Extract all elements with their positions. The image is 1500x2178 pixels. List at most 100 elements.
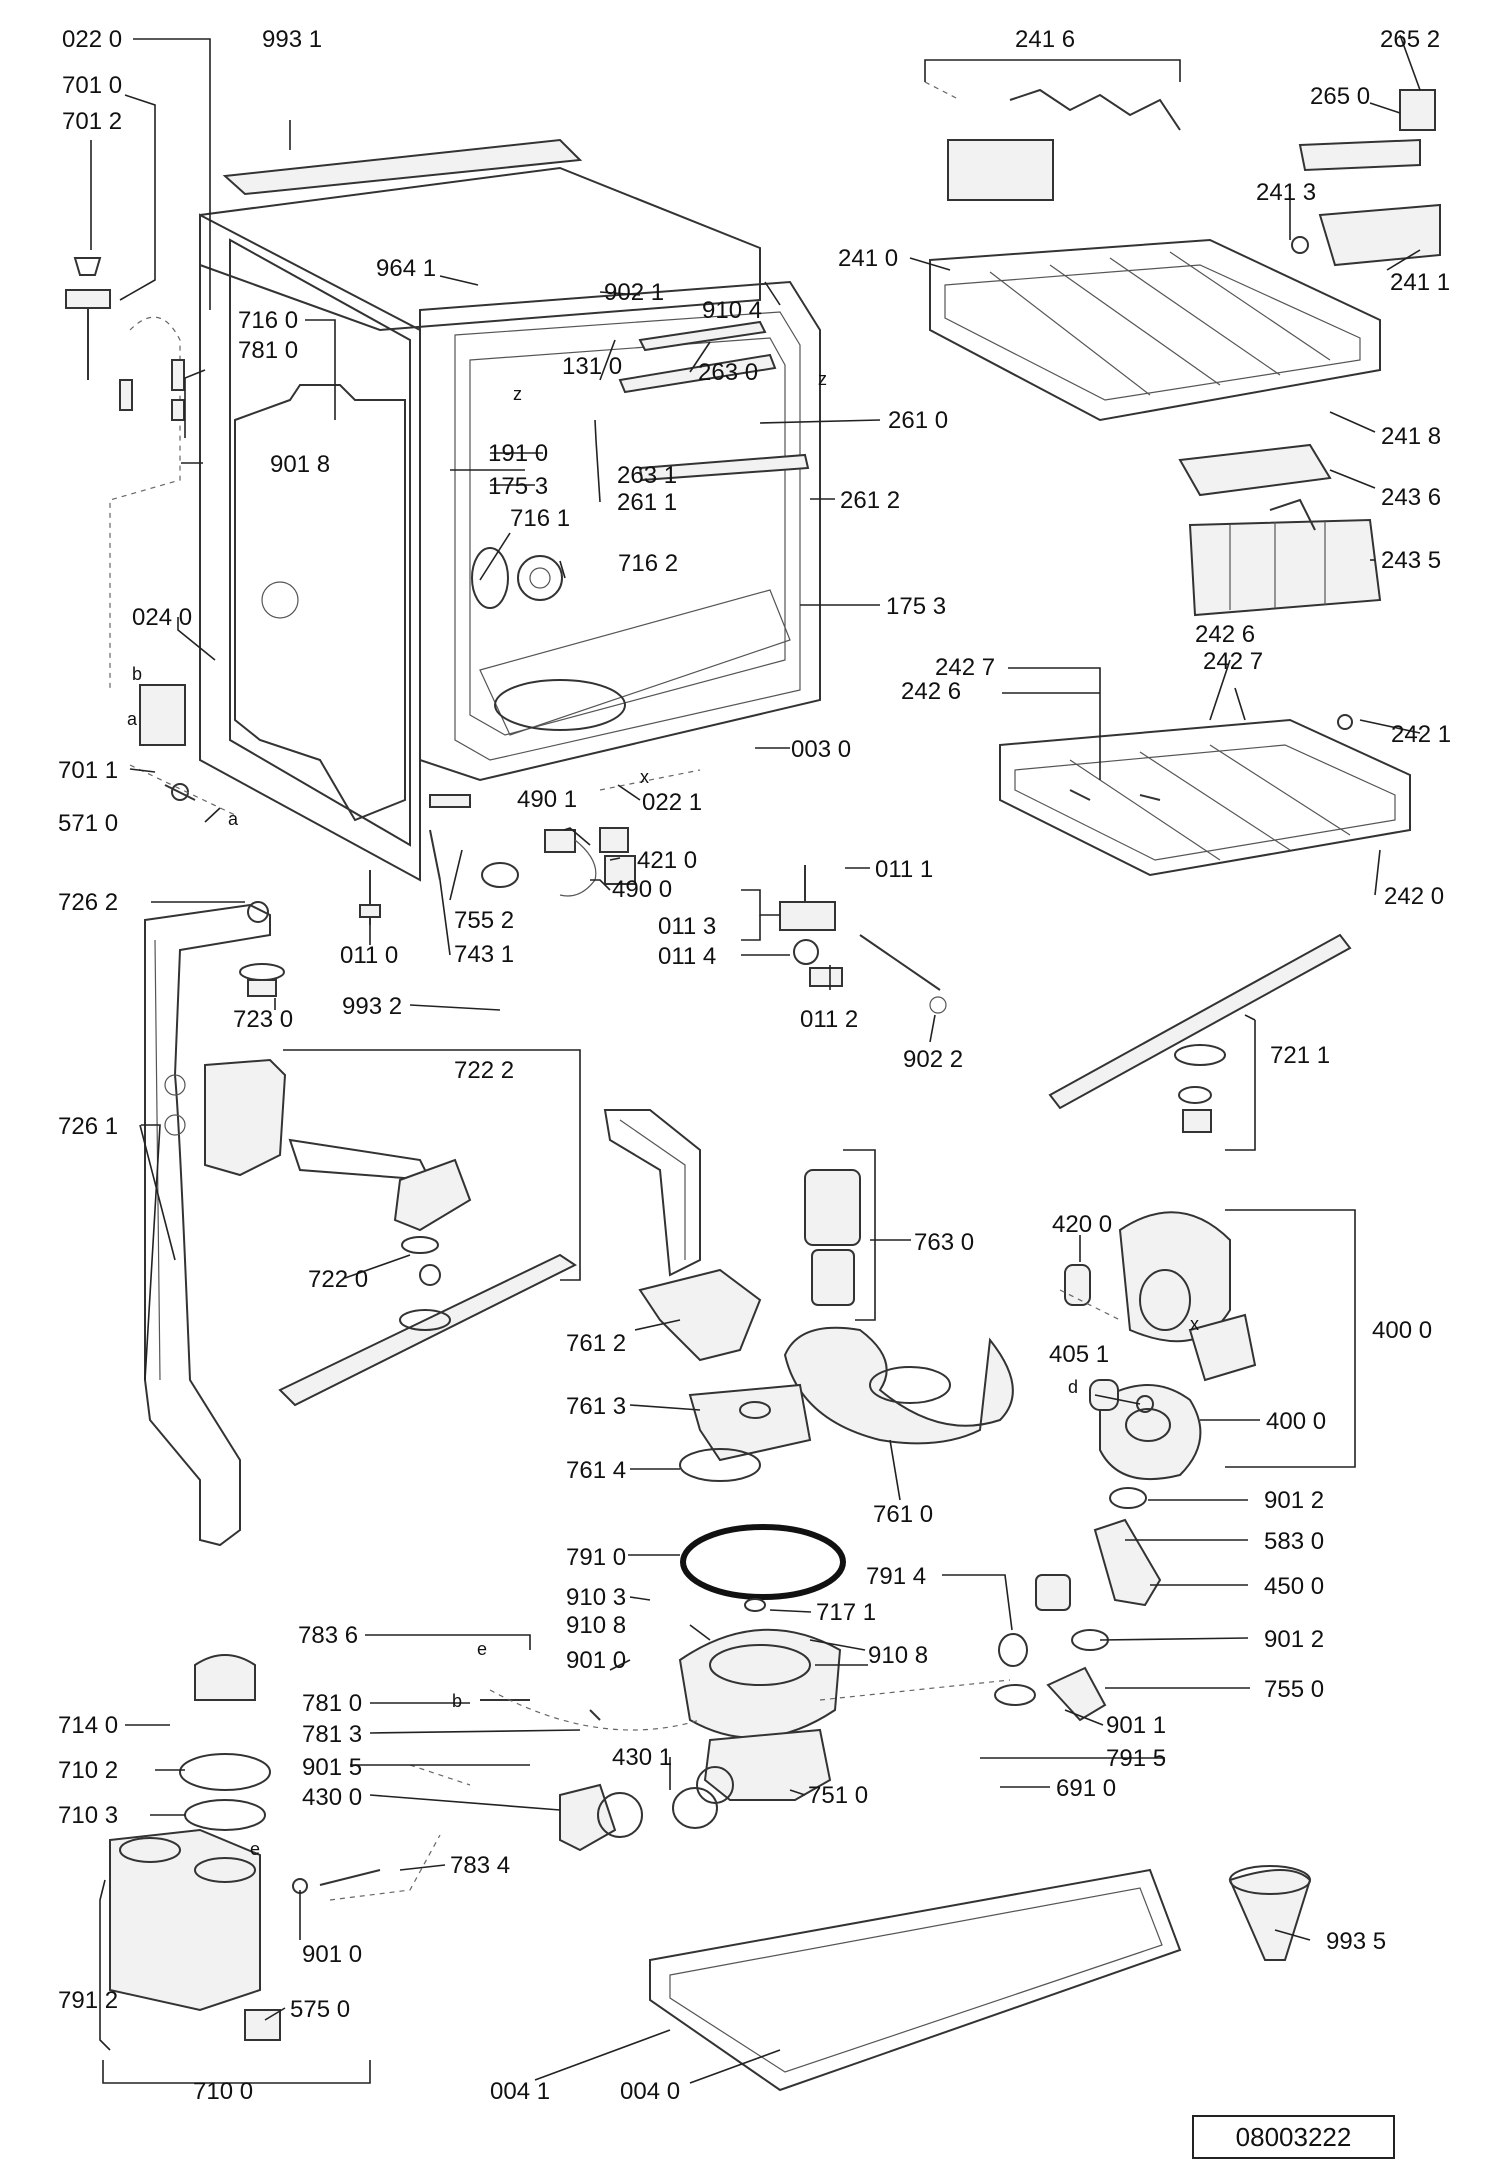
part-label: 265 2 (1380, 26, 1440, 53)
part-label: 993 5 (1326, 1928, 1386, 1955)
connection-letter: a (228, 809, 239, 829)
connection-letter: b (452, 1691, 462, 1711)
part-label: 910 4 (702, 297, 762, 324)
part-label: 701 1 (58, 757, 118, 784)
connection-letter: x (1190, 1314, 1199, 1334)
part-label: 691 0 (1056, 1775, 1116, 1802)
part-label: 022 0 (62, 26, 122, 53)
part-label: 993 1 (262, 26, 322, 53)
part-label: 781 3 (302, 1721, 362, 1748)
part-labels: 022 0 993 1 701 0 701 2 964 1 902 1 910 … (58, 26, 1451, 2105)
connection-letters: b a a z z x b e e d x (127, 369, 1199, 1859)
part-label: 901 0 (302, 1941, 362, 1968)
part-label: 430 1 (612, 1744, 672, 1771)
part-label: 910 8 (868, 1642, 928, 1669)
part-label: 400 0 (1266, 1408, 1326, 1435)
drawing-reference-number: 08003222 (1192, 2115, 1395, 2159)
sump-and-seal (672, 1524, 846, 1829)
part-label: 490 1 (517, 786, 577, 813)
part-label: 761 3 (566, 1393, 626, 1420)
part-label: 003 0 (791, 736, 851, 763)
part-label: 242 6 (901, 678, 961, 705)
connection-letter: x (640, 767, 649, 787)
part-label: 721 1 (1270, 1042, 1330, 1069)
part-label: 902 1 (604, 279, 664, 306)
part-label: 755 0 (1264, 1676, 1324, 1703)
part-label: 011 2 (800, 1006, 858, 1033)
part-label: 243 6 (1381, 484, 1441, 511)
pump-motor (1064, 1211, 1257, 1481)
part-label: 011 3 (658, 913, 716, 940)
connection-letter: z (818, 369, 827, 389)
part-label: 791 0 (566, 1544, 626, 1571)
part-label: 710 0 (193, 2078, 253, 2105)
part-label: 722 0 (308, 1266, 368, 1293)
part-label: 901 5 (302, 1754, 362, 1781)
connection-letter: a (127, 709, 138, 729)
part-label: 723 0 (233, 1006, 293, 1033)
part-label: 717 1 (816, 1599, 876, 1626)
tub-cabinet (199, 138, 821, 925)
part-label: 242 7 (935, 654, 995, 681)
part-label: 265 0 (1310, 83, 1370, 110)
lower-rack (999, 714, 1411, 877)
part-label: 490 0 (612, 876, 672, 903)
softener-inlet (109, 1654, 643, 2041)
part-label: 242 6 (1195, 621, 1255, 648)
part-label: 901 2 (1264, 1487, 1324, 1514)
part-label: 261 2 (840, 487, 900, 514)
part-label: 241 6 (1015, 26, 1075, 53)
part-label: 901 2 (1264, 1626, 1324, 1653)
part-label: 755 2 (454, 907, 514, 934)
base-plate (649, 1865, 1312, 2092)
leader-lines (90, 34, 1421, 2084)
part-label: 011 0 (340, 942, 398, 969)
connection-letter: z (513, 384, 522, 404)
part-label: 901 1 (1106, 1712, 1166, 1739)
part-label: 261 0 (888, 407, 948, 434)
part-label: 575 0 (290, 1996, 350, 2023)
foot-assembly (779, 865, 947, 1014)
part-label: 004 0 (620, 2078, 680, 2105)
drain-hose (994, 1487, 1162, 1722)
part-label: 243 5 (1381, 547, 1441, 574)
part-label: 241 0 (838, 245, 898, 272)
filter-assembly (603, 1109, 1014, 1482)
part-label: 726 2 (58, 889, 118, 916)
part-label: 716 2 (618, 550, 678, 577)
part-label: 993 2 (342, 993, 402, 1020)
part-label: 011 1 (875, 856, 933, 883)
part-label: 004 1 (490, 2078, 550, 2105)
part-label: 583 0 (1264, 1528, 1324, 1555)
part-label: 901 0 (566, 1647, 626, 1674)
part-label: 571 0 (58, 810, 118, 837)
connection-letter: b (132, 664, 142, 684)
part-label: 791 4 (866, 1563, 926, 1590)
part-label: 791 2 (58, 1987, 118, 2014)
hose-left-top (65, 257, 196, 801)
part-label: 263 0 (698, 359, 758, 386)
part-label: 781 0 (302, 1690, 362, 1717)
part-label: 710 2 (58, 1757, 118, 1784)
part-label: 024 0 (132, 604, 192, 631)
part-label: 761 0 (873, 1501, 933, 1528)
part-label: 902 2 (903, 1046, 963, 1073)
part-label: 781 0 (238, 337, 298, 364)
lower-spray-arm (204, 1058, 577, 1407)
connection-letter: d (1068, 1377, 1078, 1397)
part-label: 263 1 (617, 462, 677, 489)
part-label: 430 0 (302, 1784, 362, 1811)
part-label: 405 1 (1049, 1341, 1109, 1368)
level-and-pressure-switch (429, 794, 636, 897)
part-label: 022 1 (642, 789, 702, 816)
part-label: 716 0 (238, 307, 298, 334)
part-label: 910 3 (566, 1584, 626, 1611)
part-label: 241 8 (1381, 423, 1441, 450)
part-label: 761 4 (566, 1457, 626, 1484)
part-label: 241 3 (1256, 179, 1316, 206)
part-label: 261 1 (617, 489, 677, 516)
part-label: 783 4 (450, 1852, 510, 1879)
part-label: 131 0 (562, 353, 622, 380)
part-label: 175 3 (886, 593, 946, 620)
